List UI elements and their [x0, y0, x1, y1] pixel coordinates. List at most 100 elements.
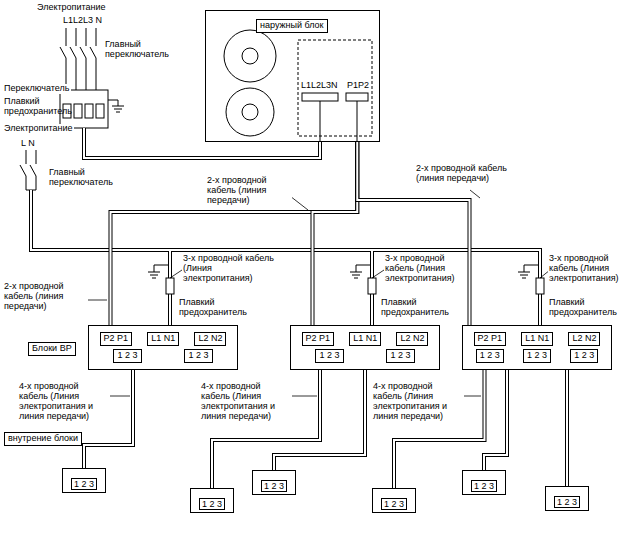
terminal-label: 1 2 3 — [381, 498, 407, 510]
supply-wires — [26, 150, 36, 190]
terminal-label: 1 2 3 — [476, 349, 504, 363]
leader-line — [372, 270, 384, 278]
terminal-strip — [346, 93, 368, 101]
cable-connector — [567, 370, 568, 486]
cable-line — [111, 142, 358, 325]
note-label: Главный переключатель — [104, 40, 178, 60]
note-label: 3-х проводной кабель (Линия электропитан… — [548, 254, 626, 284]
leader-line — [88, 300, 107, 301]
indoor-unit: 1 2 3 — [462, 470, 506, 495]
note-label: Плавкий предохранитель — [178, 298, 260, 318]
group-tag: внутрение блоки — [4, 432, 82, 446]
fuse — [96, 104, 104, 118]
ground-lines — [148, 265, 168, 278]
leader-line — [170, 270, 182, 278]
fuse — [368, 278, 376, 294]
indoor-unit: 1 2 3 — [252, 470, 296, 495]
note-label: Электропитание — [3, 124, 74, 134]
service-panel — [298, 40, 372, 136]
internal-wires — [320, 101, 357, 142]
terminal-row: 1 2 31 2 3 — [294, 349, 436, 363]
cable-connector — [484, 370, 507, 470]
bp-unit: P2 P1 L1 N1 L2 N2 1 2 3 1 2 3 1 2 3 — [462, 325, 612, 370]
fan — [242, 48, 258, 64]
fan — [242, 104, 258, 120]
terminal-label: 1 2 3 — [471, 480, 497, 492]
cable-label: 2-х проводной кабель (линия передачи) — [3, 282, 87, 312]
terminal-label: 1 2 3 — [261, 480, 287, 492]
cable-line — [566, 370, 568, 486]
leader-line — [470, 190, 480, 198]
terminal-label: L1 N1 — [349, 332, 381, 346]
note-label: P1P2 — [346, 81, 370, 91]
fan — [224, 30, 276, 82]
leader-line — [290, 196, 308, 210]
cable-line — [565, 370, 569, 486]
switch-blades — [20, 165, 36, 176]
note-label: Плавкий предохранитель — [380, 298, 462, 318]
fuse — [63, 104, 71, 118]
fuse — [85, 104, 93, 118]
terminal-label: P2 P1 — [474, 332, 507, 346]
terminal-label: L1 N1 — [521, 332, 553, 346]
switch-blades — [60, 47, 96, 58]
terminal-label: L1 N1 — [147, 332, 179, 346]
note-label: L N — [20, 139, 36, 149]
fuse — [536, 278, 544, 294]
terminal-label: P2 P1 — [100, 332, 133, 346]
terminal-label: 1 2 3 — [570, 349, 598, 363]
terminal-row: P2 P1 L1 N1 L2 N2 — [92, 332, 234, 346]
outdoor-unit: наружный блок — [205, 10, 380, 142]
group-tag: Блоки ВР — [28, 342, 76, 356]
ground-lines — [108, 100, 124, 112]
outdoor-unit-parts — [224, 30, 372, 142]
indoor-unit: 1 2 3 — [372, 488, 416, 513]
terminal-label: 1 2 3 — [71, 478, 97, 490]
cable-line — [111, 142, 358, 325]
note-label: L1L2L3 N — [62, 16, 103, 26]
supply-wires — [66, 28, 96, 90]
cable-line — [313, 142, 358, 325]
terminal-label: 1 2 3 — [523, 349, 551, 363]
cable-label: 2-х проводной кабель (линия передачи) — [415, 164, 525, 184]
note-label: Электропитание — [36, 3, 107, 13]
outdoor-power-cable — [84, 128, 320, 158]
terminal-row: 1 2 3 1 2 3 — [92, 349, 234, 363]
main-switch — [60, 28, 96, 90]
note-label: L1L2L3N — [300, 81, 339, 91]
ground-symbol — [108, 100, 124, 112]
unit-title: внутрение блоки — [8, 433, 78, 443]
cable-label: 2-х проводной кабель (линия передачи) — [206, 176, 292, 206]
leader-line — [292, 396, 317, 397]
cable-connector — [313, 142, 358, 325]
cable-label: 4-х проводной кабель (Линия электропитан… — [200, 382, 292, 422]
indoor-unit: 1 2 3 — [190, 488, 234, 513]
switch-housing — [60, 90, 108, 128]
terminal-label: L2 N2 — [396, 332, 428, 346]
terminal-strip — [302, 93, 338, 101]
ground-lines — [518, 265, 538, 278]
terminal-label: 1 2 3 — [113, 349, 141, 363]
bp-unit: P2 P1 L1 N1 L2 N2 1 2 3 1 2 3 — [88, 325, 238, 370]
note-label: Плавкий предохранитель — [548, 298, 626, 318]
cable-line — [484, 370, 507, 470]
terminal-label: L2 N2 — [568, 332, 600, 346]
unit-title: наружный блок — [256, 19, 328, 33]
fuse — [74, 104, 82, 118]
fuse-switch — [60, 90, 108, 128]
terminal-row: P2 P1 L1 N1 L2 N2 — [294, 332, 436, 346]
cable-line — [484, 370, 507, 470]
cable-line — [313, 142, 358, 325]
terminal-label: L2 N2 — [194, 332, 226, 346]
terminal-label: 1 2 3 — [315, 349, 343, 363]
indoor-supply-switch — [20, 150, 36, 190]
note-label: 3-х проводной кабель (Линия электропитан… — [384, 254, 466, 284]
bp-unit: P2 P1 L1 N1 L2 N2 1 2 31 2 3 — [290, 325, 440, 370]
terminal-label: P2 P1 — [302, 332, 335, 346]
indoor-unit: 1 2 3 — [545, 486, 589, 511]
terminal-label: 1 2 3 — [184, 349, 212, 363]
terminal-label: 1 2 3 — [199, 498, 225, 510]
cable-inner — [84, 128, 320, 158]
cable-outer — [84, 128, 320, 158]
